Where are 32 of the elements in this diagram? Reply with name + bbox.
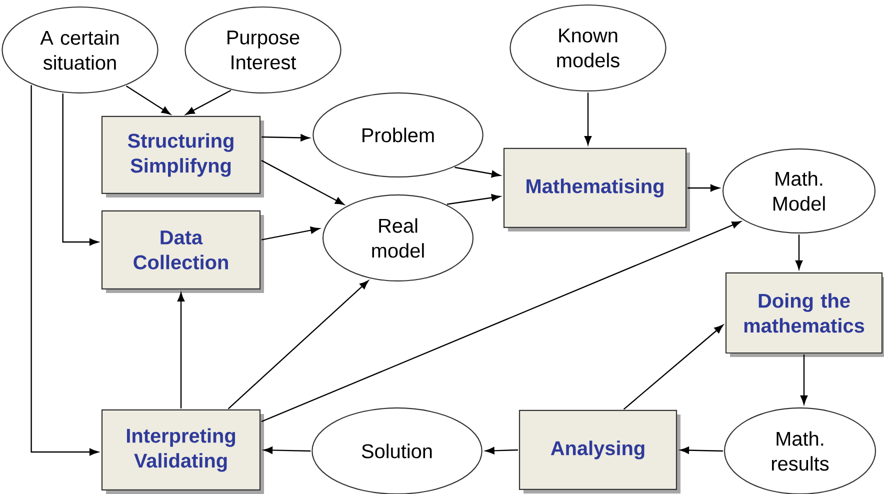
- ellipse-node: Known models: [510, 4, 666, 92]
- arrow: [485, 447, 518, 454]
- arrow: [680, 446, 723, 454]
- arrow: [623, 324, 724, 410]
- process-box: Doing the mathematics: [725, 272, 884, 357]
- arrow: [62, 93, 98, 246]
- arrow: [261, 221, 741, 422]
- process-box: Structuring Simplifyng: [101, 116, 264, 198]
- arrow: [446, 194, 501, 205]
- ellipse-node: Purpose Interest: [184, 6, 342, 94]
- ellipse-node: Real model: [322, 194, 474, 282]
- arrow: [800, 354, 808, 404]
- ellipse-node: Problem: [312, 92, 484, 178]
- process-box: Interpreting Validating: [101, 409, 264, 494]
- process-box: Data Collection: [101, 210, 264, 293]
- process-box: Mathematising: [503, 148, 690, 232]
- arrow: [454, 166, 501, 178]
- ellipse-node: A certain situation: [2, 6, 158, 94]
- arrow: [177, 292, 185, 408]
- ellipse-node: Math. Model: [722, 148, 876, 234]
- arrow: [264, 446, 311, 454]
- arrow: [228, 280, 369, 410]
- arrow: [261, 160, 344, 205]
- arrow: [30, 85, 98, 456]
- arrow: [186, 90, 232, 115]
- arrow: [261, 226, 320, 240]
- arrow: [795, 234, 803, 270]
- process-box: Analysing: [518, 410, 680, 494]
- arrow: [688, 184, 720, 192]
- arrow: [262, 134, 310, 142]
- arrow: [126, 86, 171, 115]
- arrow: [584, 92, 592, 145]
